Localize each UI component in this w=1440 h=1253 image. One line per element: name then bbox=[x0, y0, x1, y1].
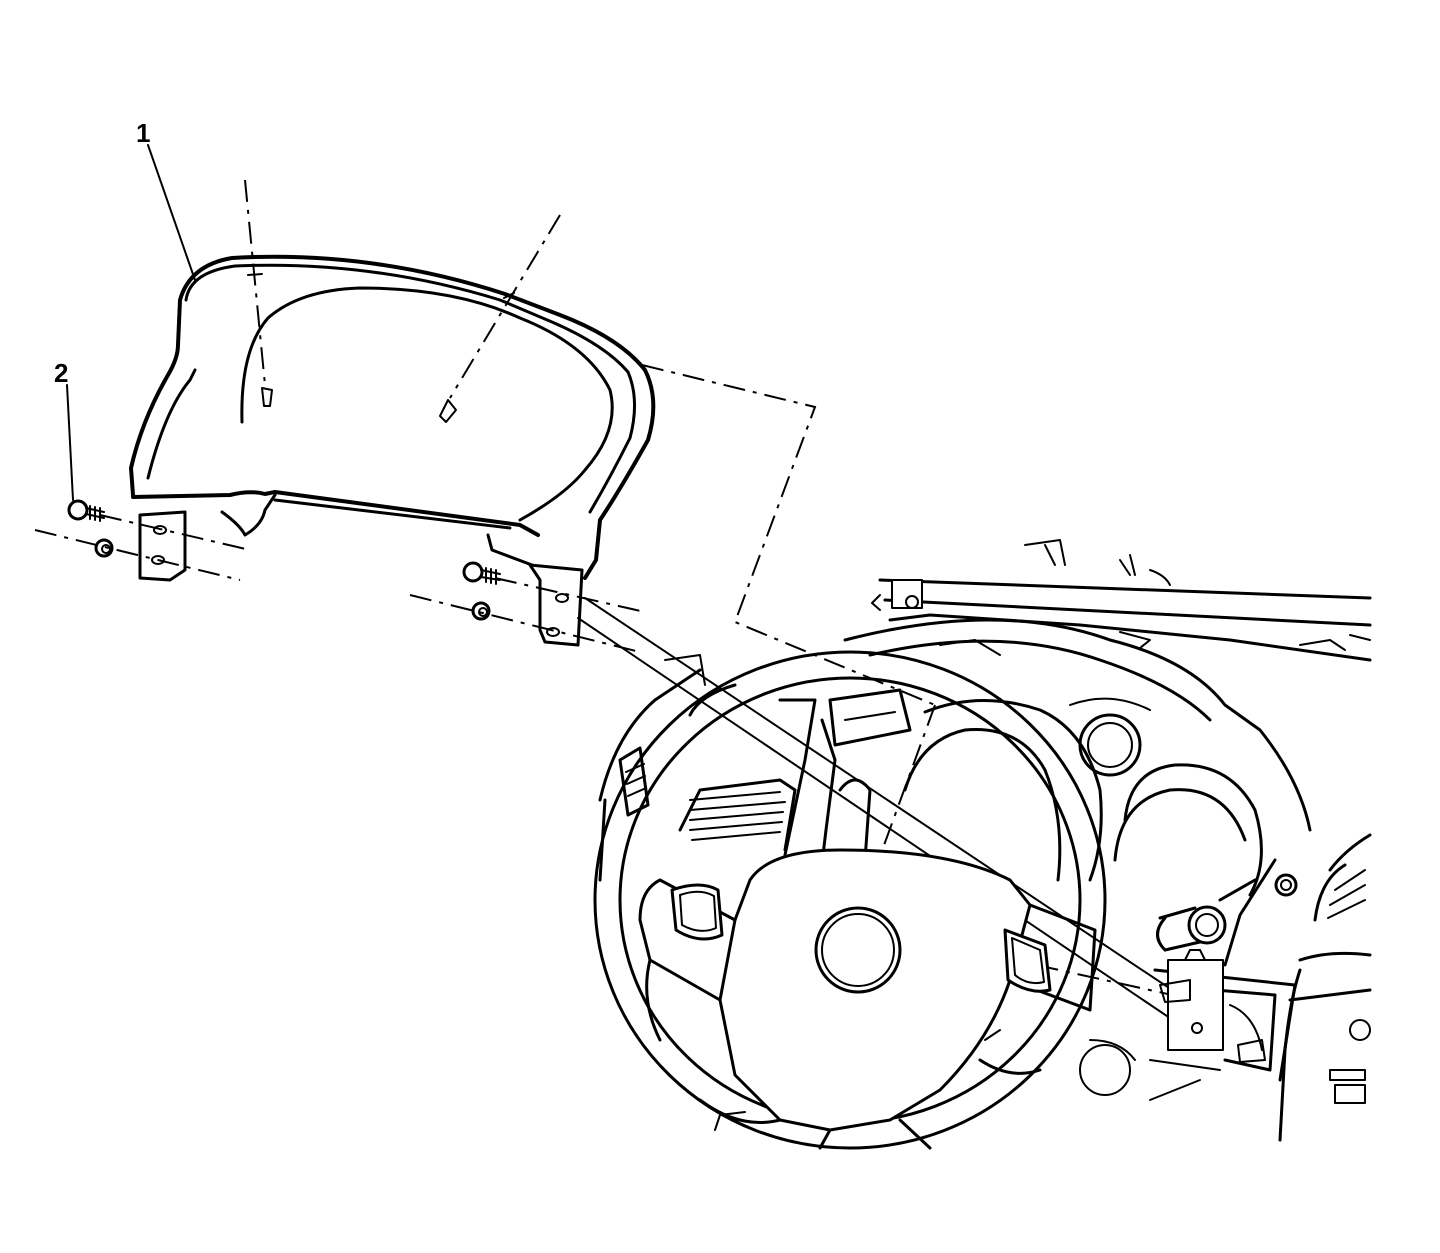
dashboard bbox=[598, 539, 1372, 1142]
callout-1: 1 bbox=[136, 118, 151, 148]
bolt-left bbox=[67, 499, 105, 522]
cluster-screw-right bbox=[439, 399, 457, 423]
washer-left bbox=[94, 538, 114, 558]
cluster-bracket-left bbox=[138, 510, 187, 582]
callout-leaders bbox=[66, 144, 196, 501]
steering-wheel bbox=[593, 650, 1136, 1150]
instrument-cluster bbox=[129, 254, 656, 580]
cluster-bracket-right bbox=[528, 563, 584, 647]
bolt-right bbox=[462, 561, 501, 585]
washer-right bbox=[471, 601, 491, 621]
callout-2: 2 bbox=[54, 358, 69, 388]
cluster-screw-left bbox=[261, 387, 273, 407]
